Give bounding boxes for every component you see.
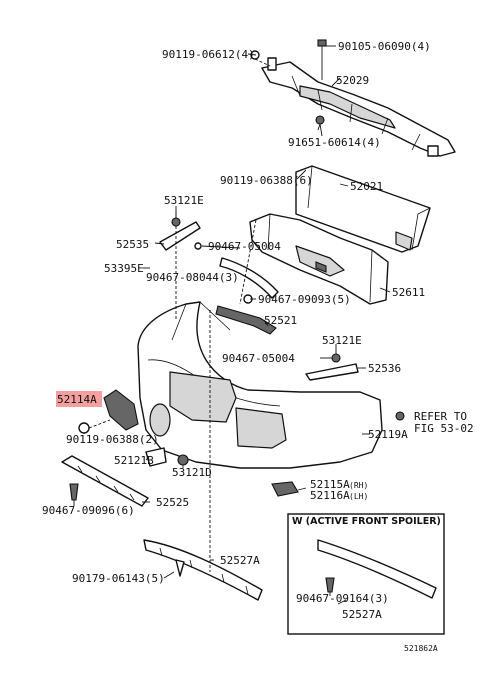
label-52535: 52535 [116, 238, 149, 251]
label-inset-title: W (ACTIVE FRONT SPOILER) [292, 516, 441, 527]
label-52121B: 52121B [114, 454, 154, 467]
label-52527A-main: 52527A [220, 554, 260, 567]
retainer-52121B [145, 447, 167, 467]
clip-90179-06143 [175, 559, 185, 577]
label-53121E-top: 53121E [164, 194, 204, 207]
label-90467-09093: 90467-09093(5) [258, 293, 351, 306]
label-90179-06143: 90179-06143(5) [72, 572, 165, 585]
label-90467-09164: 90467-09164(3) [296, 592, 389, 605]
label-fig-code: 521862A [404, 644, 438, 653]
highlight-52114A [56, 391, 102, 407]
label-53121E-mid: 53121E [322, 334, 362, 347]
bumper-cover-52119A [137, 301, 383, 469]
upper-support-52029 [261, 57, 456, 157]
label-52116A-suffix: (LH) [349, 492, 368, 501]
label-53121D: 53121D [172, 466, 212, 479]
spoiler-52525 [61, 455, 149, 507]
molding-53395E [194, 242, 279, 299]
clip-91651-60614 [315, 115, 325, 137]
clip-53121D [177, 454, 189, 466]
label-52527A-inset: 52527A [342, 608, 382, 621]
label-52021: 52021 [350, 180, 383, 193]
label-52611: 52611 [392, 286, 425, 299]
label-91651-60614: 91651-60614(4) [288, 136, 381, 149]
label-90467-05004-mid: 90467-05004 [222, 352, 295, 365]
bracket-52536 [305, 353, 359, 381]
refer-arrow [395, 411, 405, 421]
molding-52521 [215, 294, 277, 335]
leader-lines [73, 45, 402, 605]
label-90105-06090: 90105-06090(4) [338, 40, 431, 53]
label-52029: 52029 [336, 74, 369, 87]
label-90119-06388-bottom: 90119-06388(2) [66, 433, 159, 446]
label-52536: 52536 [368, 362, 401, 375]
bracket-52535 [159, 210, 201, 251]
label-52116A: 52116A [310, 489, 350, 502]
label-53395E: 53395E [104, 262, 144, 275]
label-52115A-suffix: (RH) [349, 481, 368, 490]
label-refer-line2: FIG 53-02 [414, 422, 474, 435]
label-52521: 52521 [264, 314, 297, 327]
clip-90467-09096 [69, 483, 79, 501]
label-refer-line1: REFER TO [414, 410, 467, 423]
label-52525: 52525 [156, 496, 189, 509]
label-52115A: 52115A [310, 478, 350, 491]
screw-90119-06388-bottom [78, 419, 111, 434]
label-90467-09096: 90467-09096(6) [42, 504, 135, 517]
cover-52115A [271, 481, 299, 497]
absorber-52611 [249, 213, 389, 305]
label-90119-06612: 90119-06612(4) [162, 48, 255, 61]
label-90467-08044: 90467-08044(3) [146, 271, 239, 284]
label-90119-06388-top: 90119-06388(6) [220, 174, 313, 187]
inset-active-spoiler [287, 513, 445, 635]
label-90467-05004-top: 90467-05004 [208, 240, 281, 253]
side-bracket-52114A [103, 389, 139, 431]
label-52114A: 52114A [57, 393, 97, 406]
spoiler-52527A [143, 539, 263, 601]
reinforcement-52021 [295, 165, 431, 253]
label-52119A: 52119A [368, 428, 408, 441]
